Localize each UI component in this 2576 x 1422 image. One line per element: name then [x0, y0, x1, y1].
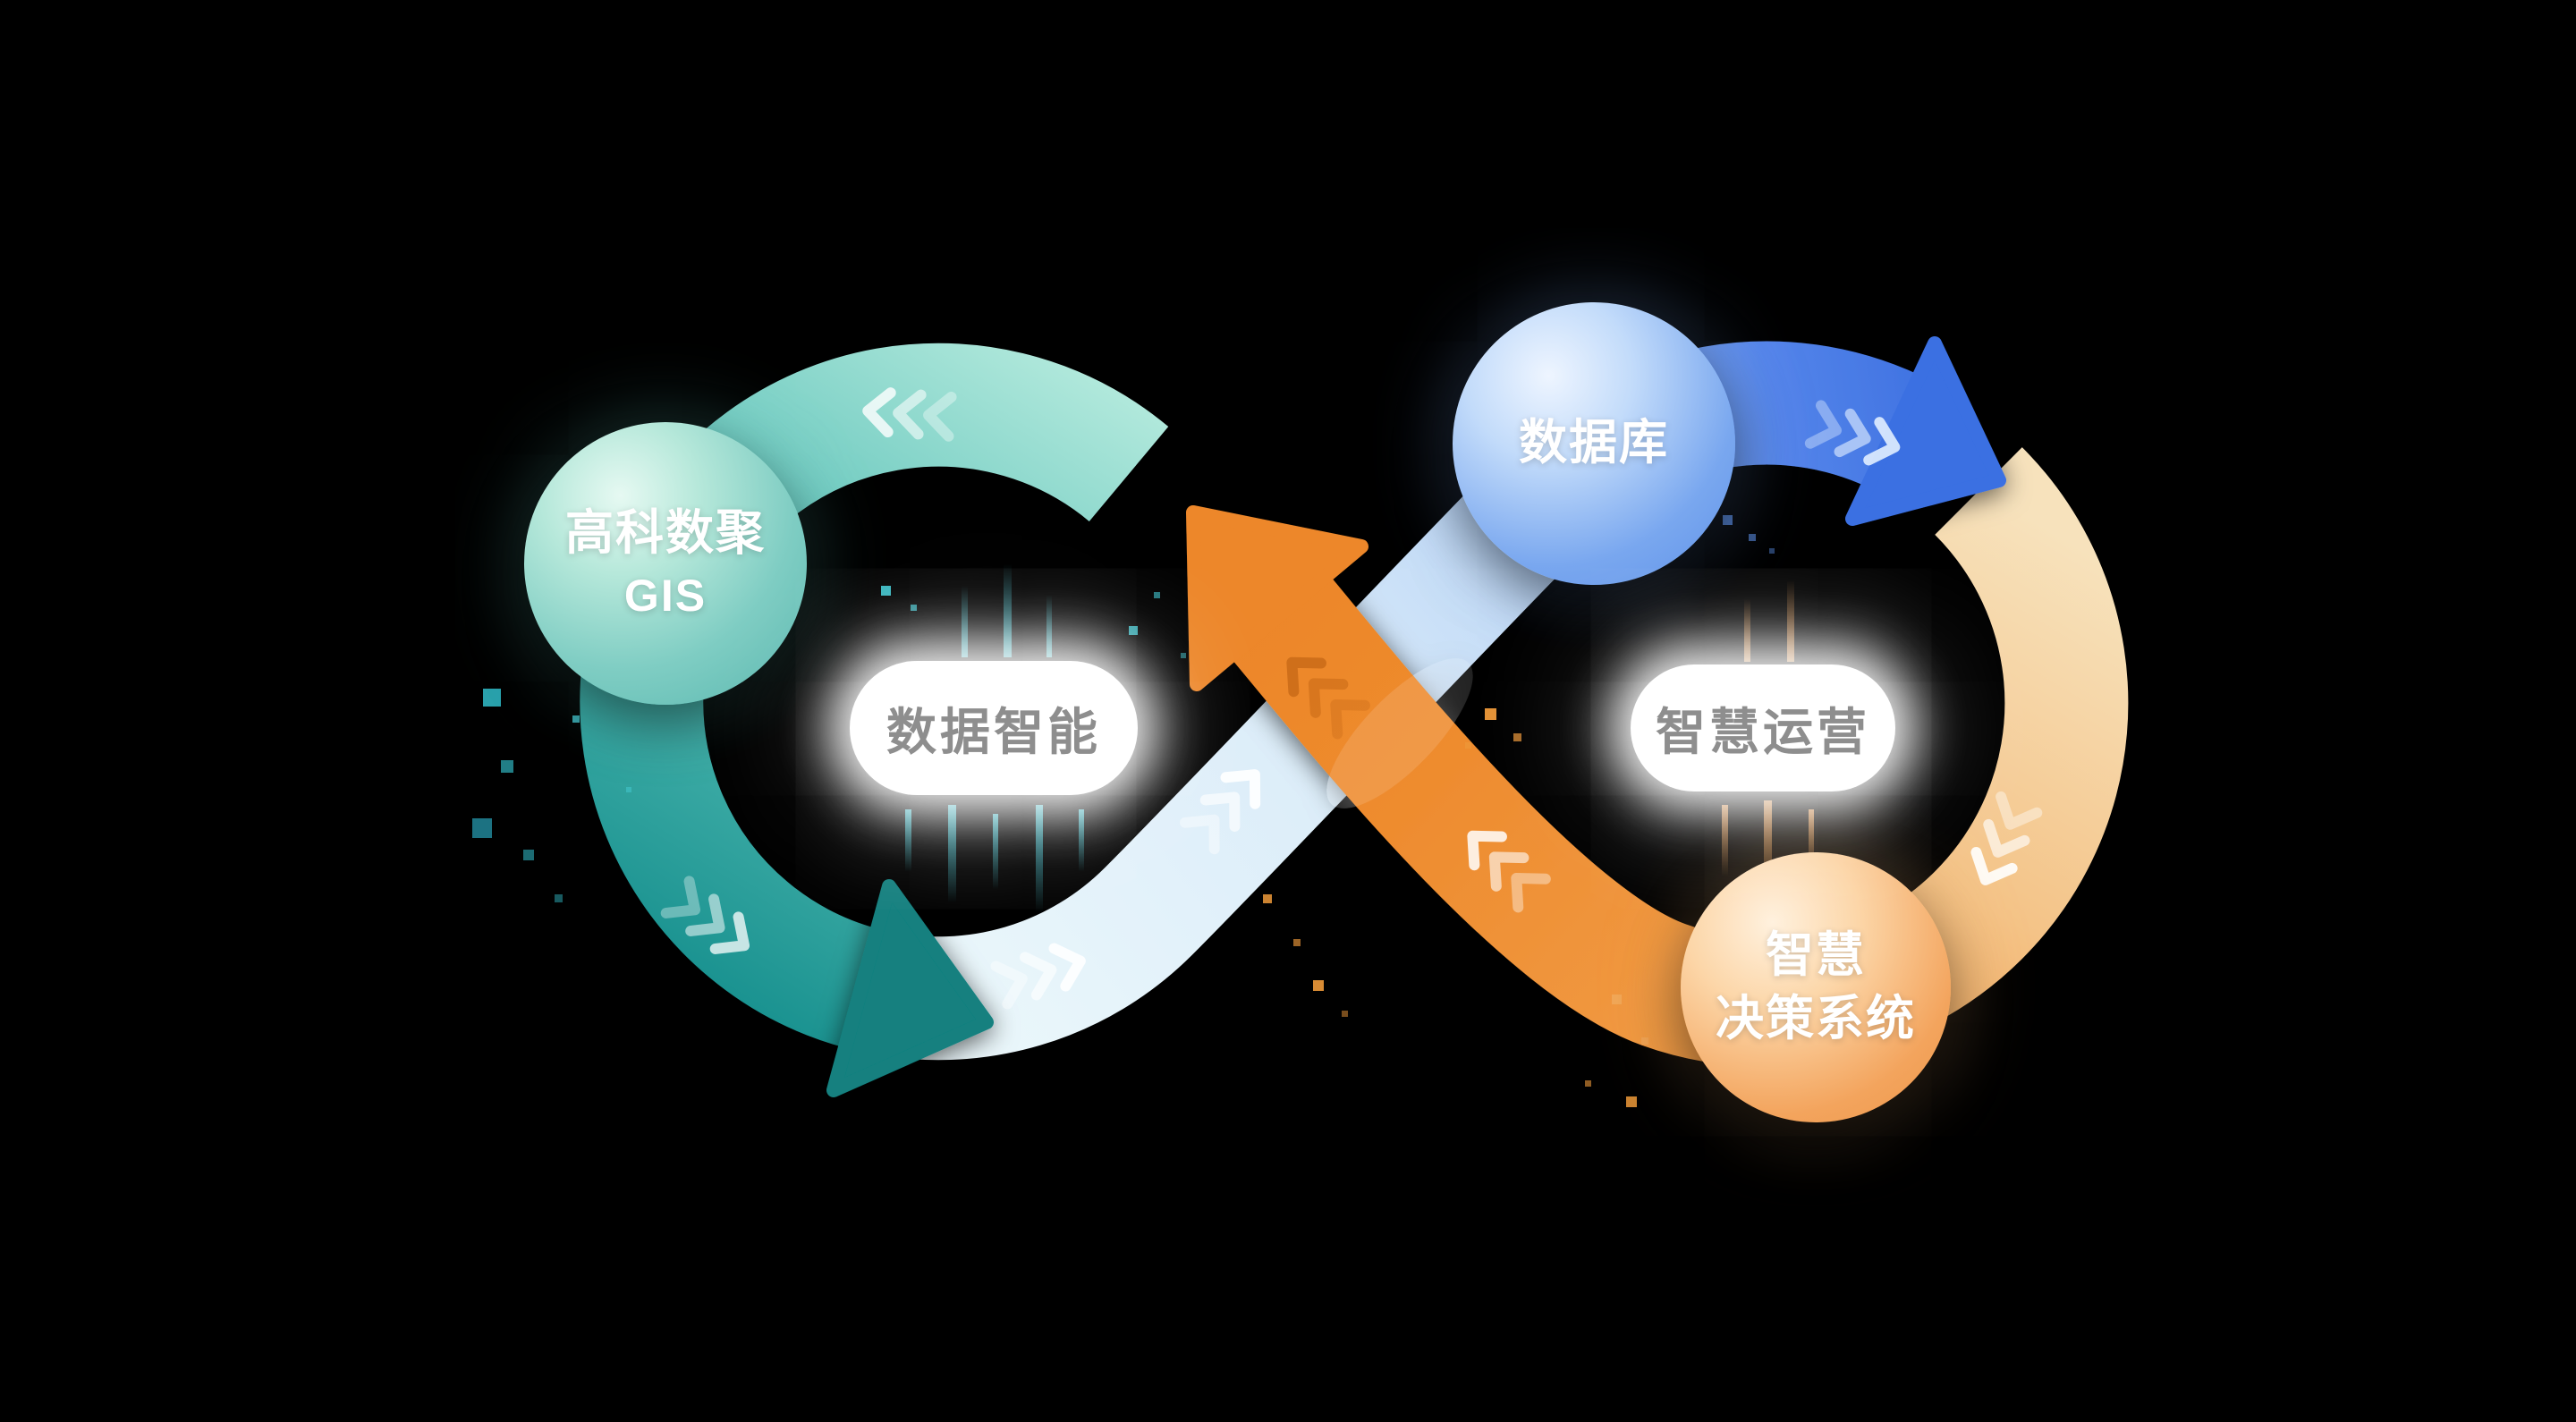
particle: [1313, 980, 1324, 991]
particle: [1723, 515, 1733, 525]
label-smart-operation: 智慧运营: [1631, 664, 1895, 791]
particle: [523, 850, 534, 860]
node-gis-label-line2: GIS: [623, 570, 708, 621]
particle: [1293, 939, 1301, 946]
orange-arrowhead: [1186, 505, 1368, 691]
node-gis-label-line1: 高科数聚: [565, 506, 766, 561]
particle: [1485, 708, 1496, 720]
label-data-intelligence: 数据智能: [850, 661, 1138, 795]
streak: [993, 814, 998, 890]
particle: [1129, 626, 1138, 635]
particle: [1513, 733, 1521, 741]
node-gis: 高科数聚 GIS: [524, 422, 807, 705]
particle: [881, 586, 891, 596]
node-database: 数据库: [1453, 302, 1735, 585]
streak: [1744, 597, 1750, 662]
streak: [948, 805, 956, 903]
particles-orange: [1263, 708, 1648, 1107]
blue-arrowhead: [1845, 336, 2006, 526]
node-decision-label-line2: 决策系统: [1716, 992, 1916, 1045]
light-cross-band: [863, 447, 1598, 1061]
streak: [1722, 805, 1728, 876]
particle: [626, 787, 631, 792]
orange-band-sheen: [1326, 658, 1473, 808]
orange-band-group: [1186, 505, 1727, 1062]
streak: [1764, 800, 1772, 899]
node-decision-system: 智慧 决策系统: [1681, 852, 1951, 1122]
particle: [1154, 592, 1160, 598]
particle: [1641, 1037, 1648, 1045]
streak: [1787, 580, 1794, 662]
teal-arrowhead: [826, 879, 994, 1097]
particle: [1585, 1080, 1591, 1087]
particle: [1769, 548, 1775, 554]
particle: [911, 605, 917, 611]
particle: [483, 689, 501, 707]
particle: [1749, 534, 1756, 541]
streak: [1809, 809, 1814, 876]
node-decision-label-line1: 智慧: [1766, 927, 1866, 982]
node-database-label: 数据库: [1519, 416, 1669, 470]
orange-cross-band: [1229, 573, 1727, 1062]
particle: [1626, 1096, 1637, 1107]
particle: [1465, 742, 1471, 749]
streak: [1004, 563, 1012, 657]
particle: [1181, 653, 1186, 658]
streak: [962, 586, 968, 657]
particle: [501, 760, 513, 773]
streak: [905, 809, 911, 872]
streaks-right-pill: [1722, 580, 1814, 899]
particle: [572, 715, 580, 723]
particles-teal: [472, 586, 1186, 902]
particle: [1342, 1011, 1348, 1017]
streaks-left-pill: [905, 563, 1084, 912]
particle: [472, 818, 492, 838]
streak: [1079, 809, 1084, 872]
particle: [1263, 894, 1272, 903]
particle: [555, 894, 563, 902]
streak: [1046, 595, 1052, 657]
particle: [1612, 995, 1622, 1004]
streak: [1036, 805, 1043, 912]
